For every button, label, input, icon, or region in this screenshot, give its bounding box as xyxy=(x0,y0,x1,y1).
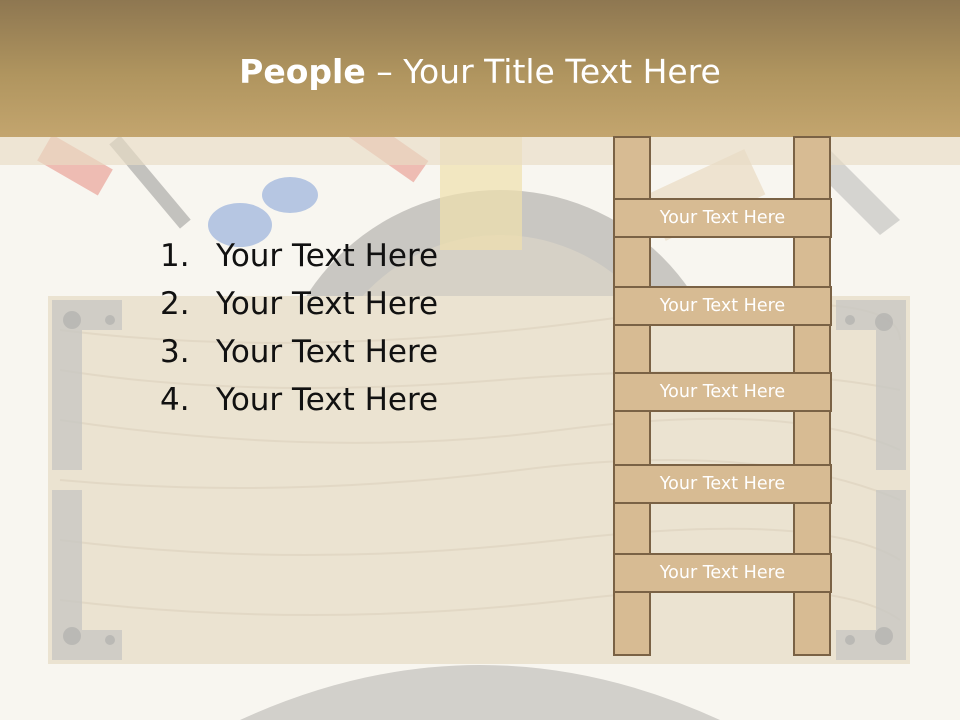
ladder-rung[interactable]: Your Text Here xyxy=(613,553,832,593)
list-text: Your Text Here xyxy=(216,382,439,418)
numbered-list[interactable]: 1. Your Text Here 2. Your Text Here 3. Your… xyxy=(160,232,438,424)
list-text: Your Text Here xyxy=(216,334,439,370)
list-number: 2. xyxy=(160,286,190,322)
ladder-rung[interactable]: Your Text Here xyxy=(613,286,832,326)
slide-title[interactable]: People – Your Title Text Here xyxy=(0,52,960,91)
list-item[interactable]: 1. Your Text Here xyxy=(160,232,438,280)
list-item[interactable]: 3. Your Text Here xyxy=(160,328,438,376)
title-rest: – Your Title Text Here xyxy=(365,52,721,91)
list-number: 4. xyxy=(160,382,190,418)
title-bold: People xyxy=(239,52,366,91)
list-number: 3. xyxy=(160,334,190,370)
list-text: Your Text Here xyxy=(216,238,439,274)
list-number: 1. xyxy=(160,238,190,274)
list-item[interactable]: 2. Your Text Here xyxy=(160,280,438,328)
ladder-rung[interactable]: Your Text Here xyxy=(613,372,832,412)
title-bar xyxy=(0,0,960,137)
list-text: Your Text Here xyxy=(216,286,439,322)
ladder-rung[interactable]: Your Text Here xyxy=(613,464,832,504)
ladder-rung[interactable]: Your Text Here xyxy=(613,198,832,238)
list-item[interactable]: 4. Your Text Here xyxy=(160,376,438,424)
title-bar-strip xyxy=(0,137,960,165)
